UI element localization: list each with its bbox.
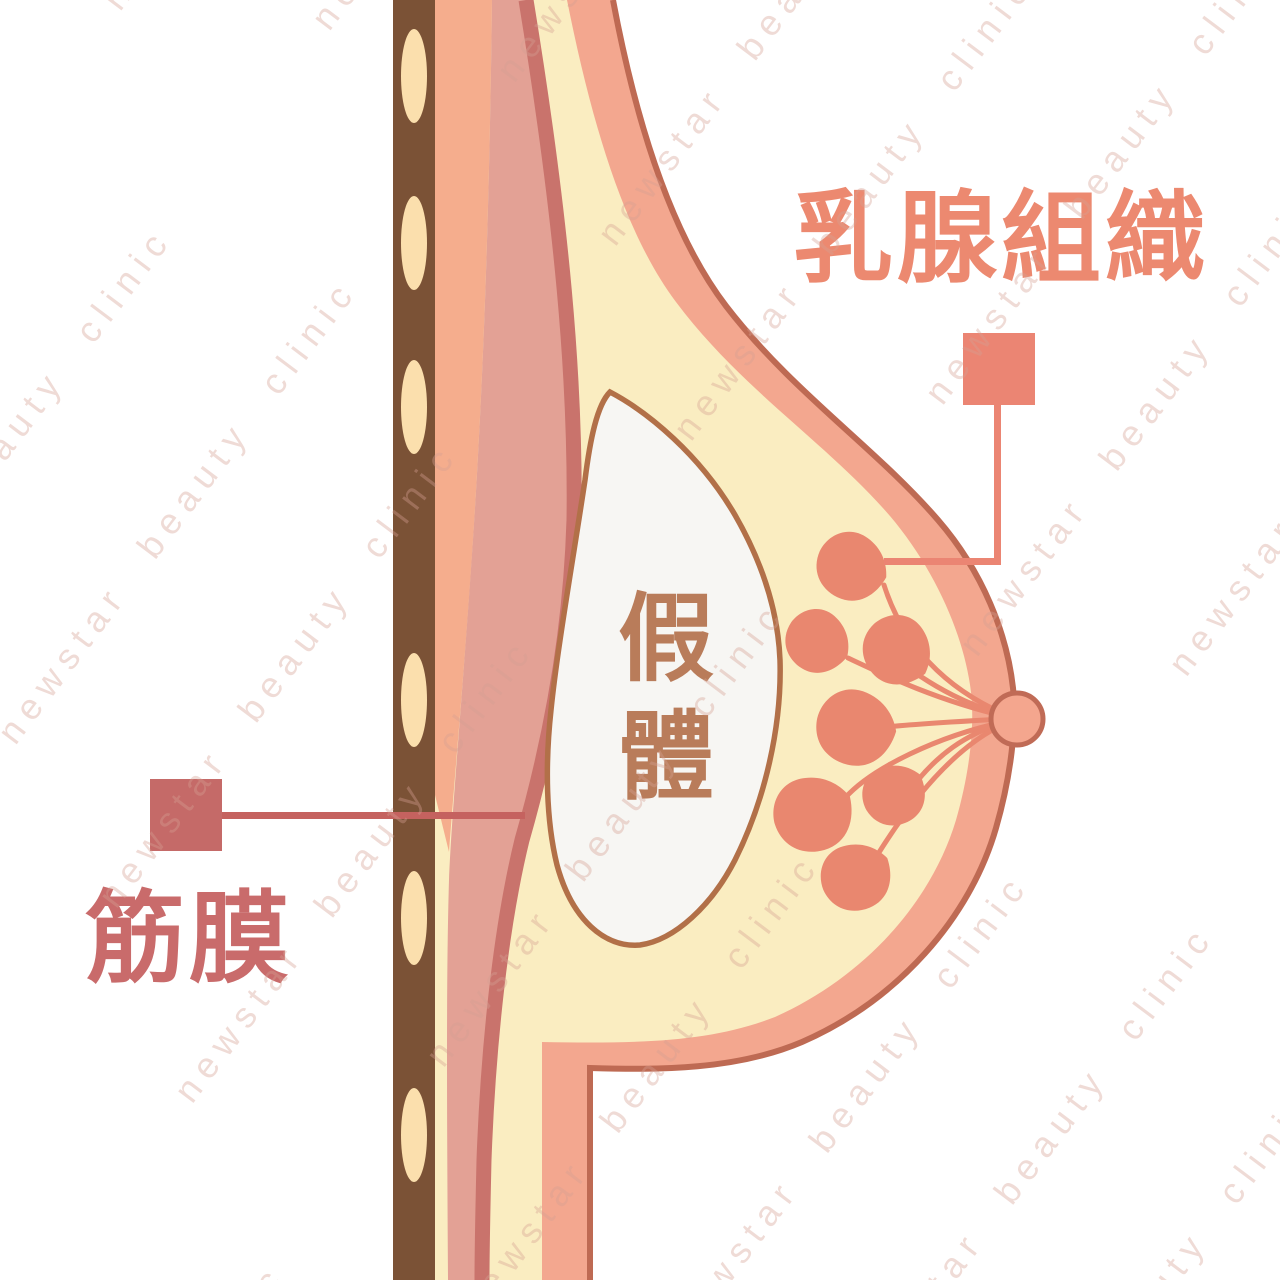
- bone-ellipse: [401, 29, 427, 123]
- label-fascia: 筋膜: [85, 883, 293, 995]
- label-implant-char1: 假: [618, 586, 714, 693]
- pectoral-muscle-layer: [447, 0, 575, 1280]
- bone-ellipse: [401, 871, 427, 965]
- connector-line-fascia: [222, 812, 525, 819]
- fascia-connector: [150, 779, 525, 851]
- body-outline: [587, 0, 1018, 1280]
- fascia-layer: [474, 0, 582, 1280]
- subcutaneous-tissue-layer: [435, 0, 492, 852]
- breast-implant: [544, 388, 783, 948]
- connector-line-mammary-horizontal: [884, 558, 1001, 565]
- nipple: [988, 690, 1046, 748]
- connector-line-mammary-vertical: [994, 405, 1001, 565]
- label-square-fascia: [150, 779, 222, 851]
- mammary-gland-connector: [884, 333, 1035, 565]
- bone-ellipse: [401, 1088, 427, 1182]
- milk-duct: [875, 721, 1007, 857]
- bone-marrow-ellipses: [401, 29, 427, 1182]
- label-implant-char2: 體: [618, 704, 714, 811]
- milk-duct: [842, 719, 1007, 801]
- label-mammary-gland: 乳腺組織: [793, 183, 1209, 295]
- bone-ellipse: [401, 360, 427, 454]
- label-square-mammary-gland: [963, 333, 1035, 405]
- bone-ellipse: [401, 196, 427, 290]
- bone-ellipse: [401, 653, 427, 747]
